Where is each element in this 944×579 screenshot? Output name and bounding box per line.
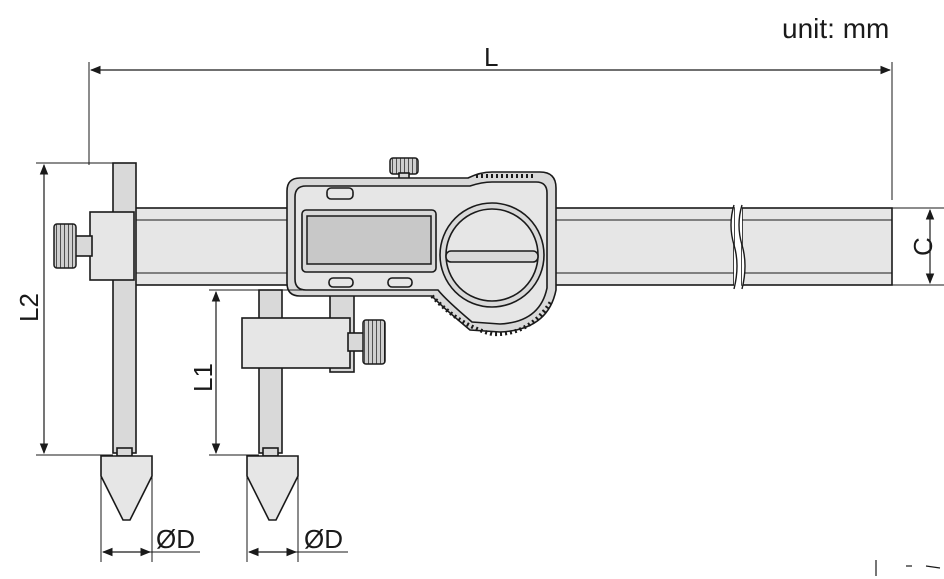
bottom-left-function-button[interactable] xyxy=(328,277,354,288)
dimension-L: L xyxy=(88,42,893,200)
top-lock-knob-icon[interactable] xyxy=(389,157,419,175)
unit-label: unit: mm xyxy=(782,13,889,44)
dimension-L1-label: L1 xyxy=(188,363,218,392)
dimension-L1: L1 xyxy=(188,289,330,456)
dimension-L2: L2 xyxy=(14,162,113,456)
left-cone-tip xyxy=(100,455,153,521)
lcd-screen xyxy=(306,215,432,265)
bottom-right-function-button[interactable] xyxy=(387,277,413,288)
right-jaw xyxy=(241,279,386,521)
corner-marks xyxy=(875,560,941,576)
dimension-C: C xyxy=(892,207,944,286)
right-jaw-knob-icon[interactable] xyxy=(362,319,386,365)
left-jaw xyxy=(53,162,153,521)
dimension-L2-label: L2 xyxy=(14,293,44,322)
dimension-C-label: C xyxy=(908,237,938,256)
dimension-L-label: L xyxy=(484,42,498,72)
right-cone-tip xyxy=(246,455,299,521)
dimension-D-left: ØD xyxy=(100,474,200,562)
dimension-D-right-label: ØD xyxy=(304,524,343,554)
left-jaw-knob-icon[interactable] xyxy=(53,223,77,269)
display-unit xyxy=(286,157,557,337)
dimension-D-right: ØD xyxy=(246,474,348,562)
top-function-button[interactable] xyxy=(326,187,354,200)
dimension-D-left-label: ØD xyxy=(156,524,195,554)
